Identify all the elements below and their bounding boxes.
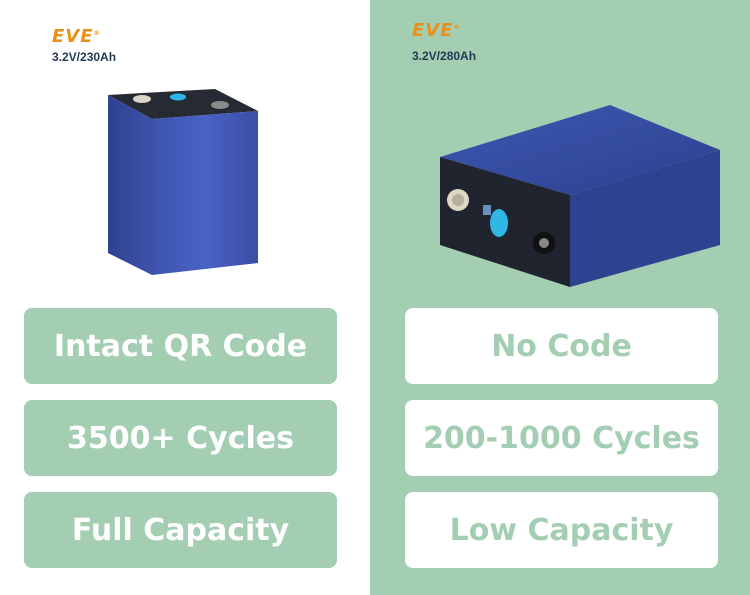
battery-cell-image [108,89,258,275]
eve-logo: EVE® [412,20,461,41]
spec-label: 3.2V/230Ah [52,50,117,64]
spec-label: 3.2V/280Ah [412,49,477,63]
feature-card-cycles: 200-1000 Cycles [405,400,718,476]
eve-logo: EVE® [52,26,101,47]
feature-card-cycles: 3500+ Cycles [24,400,337,476]
battery-cell-image [440,105,720,287]
right-panel: EVE® 3.2V/280Ah No Code 200-1000 Cycles … [370,0,750,595]
left-panel: EVE® 3.2V/230Ah Intact QR Code 3500+ Cyc… [0,0,370,595]
feature-card-qr: Intact QR Code [24,308,337,384]
feature-card-code: No Code [405,308,718,384]
feature-card-capacity: Full Capacity [24,492,337,568]
feature-card-capacity: Low Capacity [405,492,718,568]
